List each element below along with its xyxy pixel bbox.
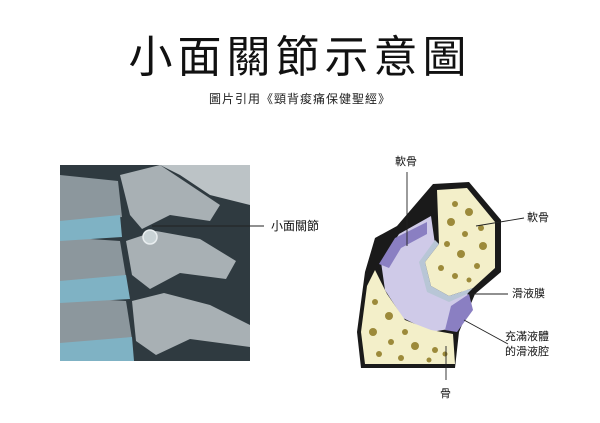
label-synovial-cavity-line1: 充滿液體 [505,330,549,343]
label-bone: 骨 [440,387,451,400]
page-title: 小面關節示意圖 [128,32,472,83]
facet-joint-cross-section [357,182,501,368]
page-subtitle: 圖片引用《頸背痠痛保健聖經》 [208,92,391,106]
label-cartilage-top: 軟骨 [395,155,417,168]
label-facet-joint: 小面關節 [271,219,320,233]
label-synovial-cavity-line2: 的滑液腔 [505,345,549,358]
label-synovial-membrane: 滑液膜 [512,287,545,300]
label-cartilage-right: 軟骨 [527,211,549,224]
spine-illustration [60,165,250,361]
